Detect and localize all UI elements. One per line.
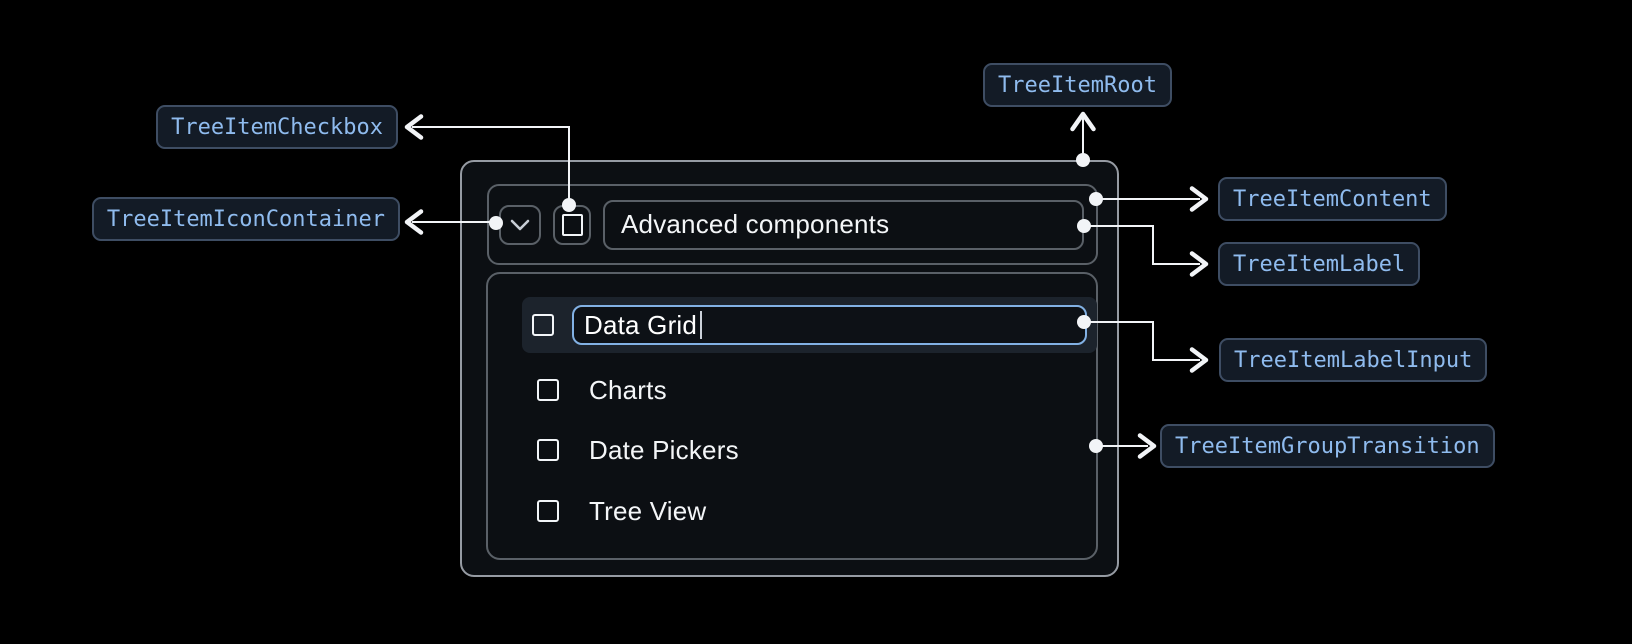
badge-tree-item-group-transition: TreeItemGroupTransition [1160,424,1495,468]
badge-tree-item-label-input: TreeItemLabelInput [1219,338,1488,382]
checkbox-unchecked-icon [561,213,583,236]
chevron-down-icon [510,219,530,230]
arrow-right-icon [1189,186,1209,212]
checkbox-unchecked-icon[interactable] [537,439,559,461]
badge-tree-item-icon-container: TreeItemIconContainer [91,197,400,241]
badge-tree-item-root: TreeItemRoot [983,63,1172,107]
arrow-right-icon [1189,251,1209,277]
tree-item-label: Date Pickers [589,434,739,465]
tree-item-label[interactable]: Advanced components [603,199,1084,250]
tree-item-row[interactable]: Date Pickers [537,428,739,472]
arrow-right-icon [1189,347,1209,373]
arrow-up-icon [1070,111,1096,132]
tree-item-editing-row[interactable]: Data Grid [522,297,1097,353]
tree-item-icon-container[interactable] [499,204,541,245]
arrow-right-icon [1137,433,1157,459]
badge-tree-item-checkbox: TreeItemCheckbox [156,105,398,149]
label-input-value: Data Grid [584,309,698,340]
tree-item-label: Tree View [589,495,707,526]
tree-item-root: Advanced components Data Grid Charts Dat… [460,160,1119,577]
checkbox-unchecked-icon[interactable] [537,379,559,401]
checkbox-unchecked-icon[interactable] [537,500,559,522]
tree-item-row[interactable]: Tree View [537,489,706,533]
text-cursor [700,311,703,339]
arrow-left-icon [404,114,424,140]
checkbox-unchecked-icon[interactable] [532,314,554,336]
arrow-left-icon [404,209,424,235]
badge-tree-item-content: TreeItemContent [1218,177,1447,221]
tree-item-checkbox[interactable] [553,204,591,245]
tree-item-row[interactable]: Charts [537,368,667,412]
badge-tree-item-label: TreeItemLabel [1218,242,1421,286]
tree-item-group-transition: Data Grid Charts Date Pickers Tree View [486,272,1098,560]
tree-item-label-input[interactable]: Data Grid [572,305,1087,345]
tree-item-label: Charts [589,374,667,405]
tree-item-content[interactable]: Advanced components [487,184,1098,265]
